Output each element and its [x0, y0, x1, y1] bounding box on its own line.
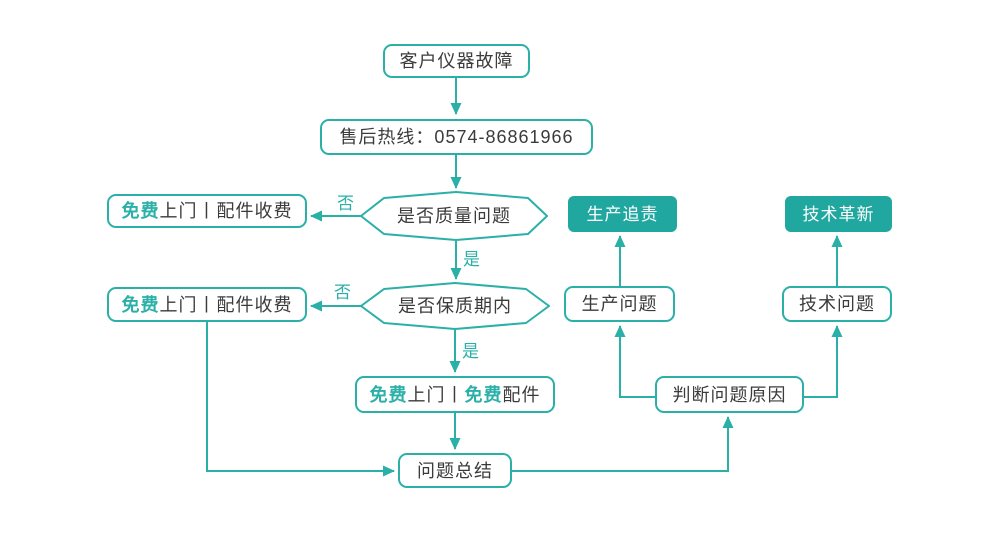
node-tech-problem: 技术问题 — [782, 286, 892, 322]
quality-decision-shape — [360, 191, 548, 241]
label-quality-no: 否 — [337, 194, 354, 213]
node-hotline: 售后热线：0574-86861966 — [320, 119, 593, 155]
node-warranty-decision: 是否保质期内 — [398, 296, 512, 316]
node-tech-innovation: 技术革新 — [785, 196, 892, 232]
node-summary: 问题总结 — [398, 453, 512, 488]
warranty-decision-shape — [360, 282, 550, 330]
label-warranty-yes: 是 — [462, 342, 479, 361]
node-free-visit-free-parts: 免费上门丨免费配件 — [355, 376, 555, 413]
edge-judge-to-tech-problem — [804, 325, 843, 398]
edge-judge-to-production-problem — [614, 325, 655, 398]
node-quality-decision: 是否质量问题 — [397, 206, 511, 226]
edge-summary-to-judge — [512, 416, 734, 472]
node-free-visit-paid-parts-1: 免费上门丨配件收费 — [107, 194, 307, 228]
edge-free2-to-summary — [206, 322, 395, 477]
label-warranty-no: 否 — [334, 283, 351, 302]
label-quality-yes: 是 — [463, 250, 480, 269]
node-customer-fault: 客户仪器故障 — [383, 44, 530, 78]
node-production-problem: 生产问题 — [564, 286, 675, 322]
node-production-trace: 生产追责 — [568, 196, 677, 232]
node-judge-cause: 判断问题原因 — [655, 376, 804, 413]
node-free-visit-paid-parts-2: 免费上门丨配件收费 — [107, 287, 307, 322]
